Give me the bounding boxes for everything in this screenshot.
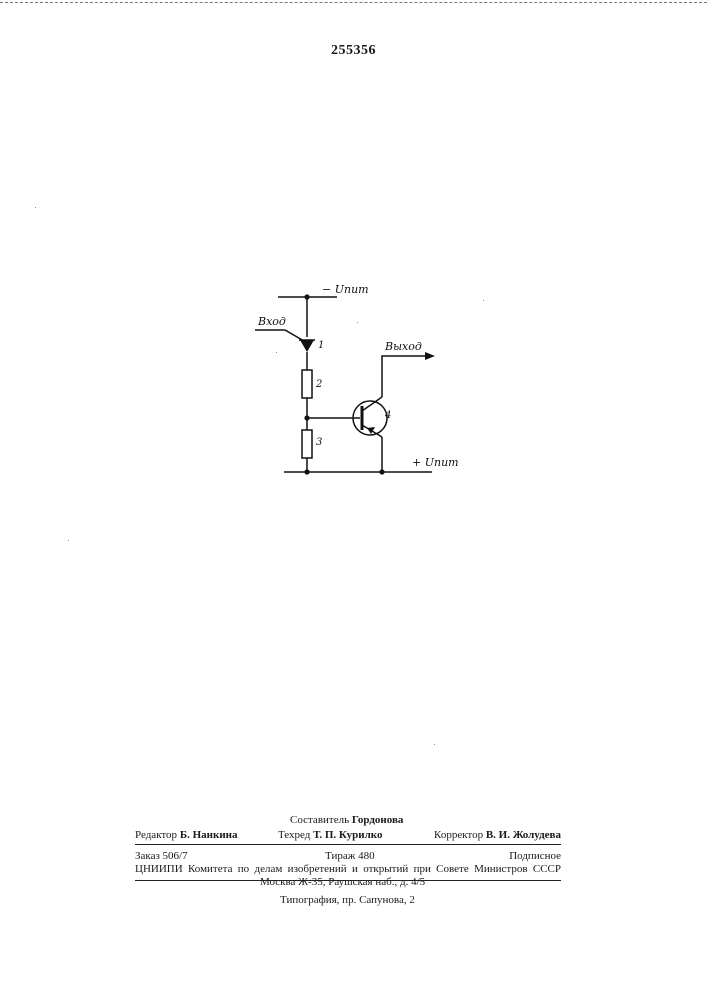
supply-positive-label: + Uпит (412, 456, 459, 469)
editor-line: Редактор Б. Нанкина (135, 829, 238, 842)
techred-line: Техред Т. П. Курилко (278, 829, 382, 842)
scan-speck (35, 207, 36, 208)
output-arrow (425, 352, 435, 360)
compiler-label: Составитель (290, 814, 349, 826)
editor-name: Б. Нанкина (180, 829, 238, 841)
output-label: Выход (384, 340, 422, 353)
organization-line: ЦНИИПИ Комитета по делам изобретений и о… (135, 863, 561, 876)
input-lead (255, 330, 304, 341)
address-line: Москва Ж-35, Раушская наб., д. 4/5 (260, 876, 425, 889)
bottom-junction-left (304, 469, 309, 474)
editor-label: Редактор (135, 829, 177, 841)
corrector-label: Корректор (434, 829, 483, 841)
transistor-number: 4 (384, 410, 391, 421)
order-number: Заказ 506/7 (135, 850, 188, 863)
circulation: Тираж 480 (325, 850, 375, 863)
collector-wire (382, 356, 425, 397)
footer-rule-top (135, 844, 561, 845)
techred-name: Т. П. Курилко (313, 829, 382, 841)
scan-speck (68, 540, 69, 541)
diode-symbol (300, 340, 314, 352)
techred-label: Техред (278, 829, 310, 841)
printer-line: Типография, пр. Сапунова, 2 (280, 894, 415, 907)
resistor-3 (302, 430, 312, 458)
diode-number: 1 (318, 340, 324, 351)
resistor-3-number: 3 (316, 437, 322, 448)
imprint-block: Составитель Гордонова Редактор Б. Нанкин… (135, 814, 561, 899)
corrector-name: В. И. Жолудева (486, 829, 561, 841)
resistor-2 (302, 370, 312, 398)
corrector-line: Корректор В. И. Жолудева (434, 829, 561, 842)
scan-speck (434, 744, 435, 745)
scan-speck (357, 322, 358, 323)
scan-speck (483, 300, 484, 301)
footer-rule-bottom (135, 880, 561, 881)
compiler-name: Гордонова (352, 814, 404, 826)
input-label: Вход (257, 315, 286, 328)
supply-negative-label: − Uпит (322, 283, 369, 296)
scan-speck (276, 352, 277, 353)
resistor-2-number: 2 (315, 379, 322, 390)
subscription: Подписное (509, 850, 561, 863)
compiler-line: Составитель Гордонова (290, 814, 403, 827)
